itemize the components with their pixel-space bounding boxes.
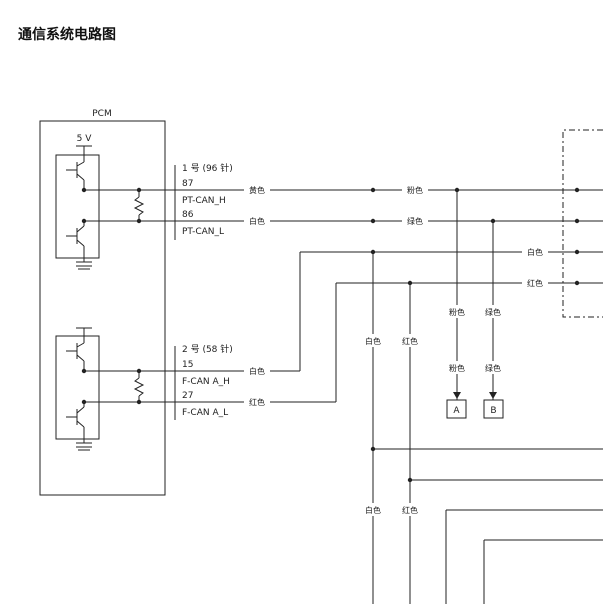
- connector-2-pin-h: 15: [182, 360, 193, 370]
- wire-label-red-4: 红色: [402, 505, 418, 515]
- connector-2-name: 2 号 (58 针): [182, 343, 233, 355]
- wire-label-yellow: 黄色: [249, 185, 265, 195]
- supply-voltage-label: 5 V: [77, 134, 93, 144]
- module-box-dashed: [562, 129, 603, 318]
- wire-label-green-2: 绿色: [485, 307, 501, 317]
- connector-a-box: [446, 399, 467, 419]
- transistor-group-1: [66, 155, 92, 263]
- connector-a-label: A: [453, 406, 460, 416]
- connector-1-signal-h: PT-CAN_H: [182, 196, 226, 206]
- wire-label-pink-2: 粉色: [449, 307, 465, 317]
- page-title: 通信系统电路图: [18, 27, 116, 43]
- wire-label-red-1: 红色: [527, 278, 543, 288]
- connector-1-pin-l: 86: [182, 210, 194, 220]
- connector-b-box: [483, 399, 504, 419]
- pcm-label: PCM: [92, 109, 111, 119]
- pcm-box: [39, 120, 166, 496]
- connector-2-signal-h: F-CAN A_H: [182, 377, 230, 387]
- wire-label-pink-1: 粉色: [407, 185, 423, 195]
- wire-label-white-2: 白色: [527, 247, 543, 257]
- wire-label-green-3: 绿色: [485, 363, 501, 373]
- connector-1-signal-l: PT-CAN_L: [182, 227, 224, 237]
- wire-label-red-3: 红色: [402, 336, 418, 346]
- wire-label-green-1: 绿色: [407, 216, 423, 226]
- wire-label-white-4: 白色: [365, 336, 381, 346]
- wire-label-red-2: 红色: [249, 397, 265, 407]
- connector-2-pin-l: 27: [182, 391, 193, 401]
- wire-label-white-3: 白色: [249, 366, 265, 376]
- transistor-group-2: [66, 327, 92, 444]
- connector-b-label: B: [490, 406, 496, 416]
- wire-label-white-5: 白色: [365, 505, 381, 515]
- connector-1-name: 1 号 (96 针): [182, 162, 233, 174]
- transceiver-1-box: [55, 154, 100, 259]
- connector-1-pin-h: 87: [182, 179, 193, 189]
- wire-label-pink-3: 粉色: [449, 363, 465, 373]
- wire-label-white-1: 白色: [249, 216, 265, 226]
- transceiver-2-box: [55, 335, 100, 440]
- connector-2-signal-l: F-CAN A_L: [182, 408, 228, 418]
